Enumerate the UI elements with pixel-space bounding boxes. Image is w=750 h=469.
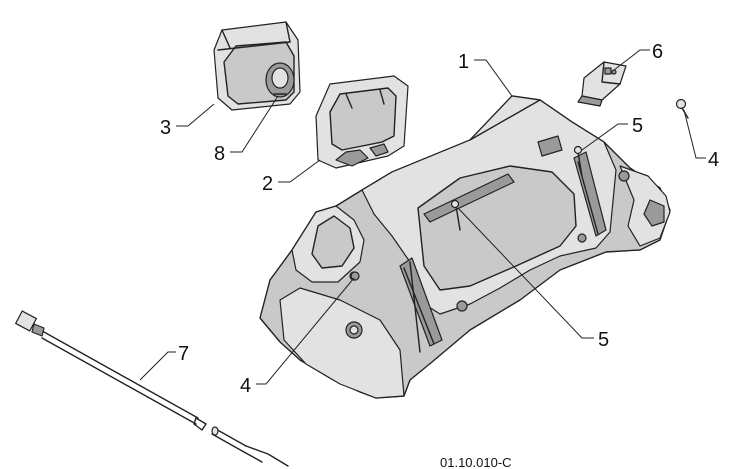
leader-5-right (581, 123, 628, 151)
leader-3 (176, 103, 215, 127)
callout-8: 8 (214, 143, 225, 165)
callout-5-center: 5 (598, 329, 609, 351)
leader-5-center (457, 207, 594, 339)
callout-6: 6 (652, 41, 663, 63)
part-6-switch (577, 61, 627, 107)
leader-4-right (683, 109, 706, 159)
drawing-id: 01.10.010-C (440, 455, 512, 469)
callout-7: 7 (178, 343, 189, 365)
callout-4-left: 4 (240, 375, 251, 397)
part-4-screw-right (675, 98, 689, 119)
leader-6 (613, 49, 650, 71)
leader-4-left (256, 277, 355, 385)
part-7-cable-harness (15, 310, 289, 467)
part-5-pin-right (573, 145, 583, 177)
callout-1: 1 (458, 51, 469, 73)
part-5-pin-center (450, 199, 461, 231)
callout-3: 3 (160, 117, 171, 139)
leader-8 (230, 95, 279, 153)
callout-2: 2 (262, 173, 273, 195)
leader-7 (139, 351, 176, 381)
part-2-lamp-bracket (315, 75, 409, 169)
callout-4-right: 4 (708, 149, 719, 171)
leader-2 (278, 159, 321, 183)
part-1-hood-panel (259, 95, 671, 399)
callout-5-right: 5 (632, 115, 643, 137)
part-8-bulb-socket (265, 62, 295, 98)
part-4-screw-left (350, 271, 360, 281)
leader-1 (474, 59, 513, 97)
